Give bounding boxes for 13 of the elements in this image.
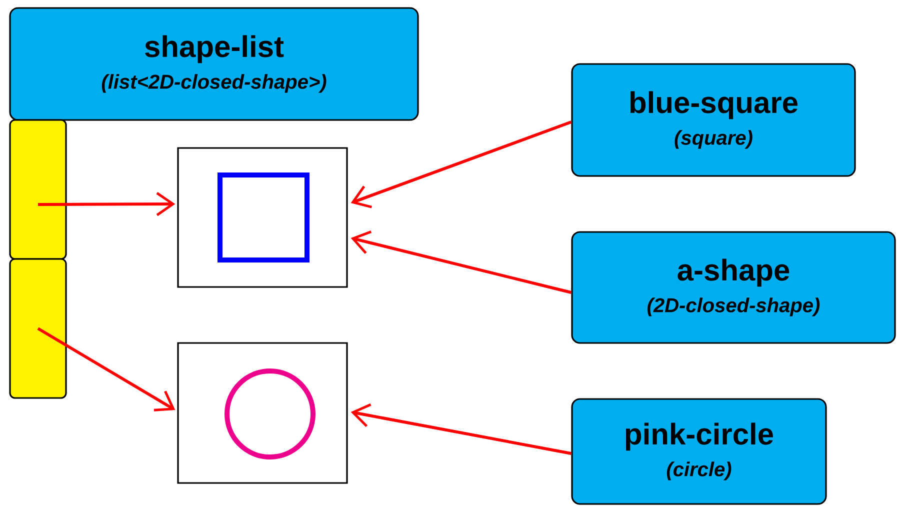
arrow xyxy=(350,403,572,455)
arrow xyxy=(38,192,176,216)
object-box: pink-circle (circle) xyxy=(571,398,827,505)
class-box: shape-list (list<2D-closed-shape>) xyxy=(9,7,419,121)
list-cell xyxy=(9,258,67,399)
object-box: a-shape (2D-closed-shape) xyxy=(571,231,896,344)
arrow xyxy=(350,230,572,294)
object-box: blue-square (square) xyxy=(571,63,856,177)
list-cell xyxy=(9,119,67,260)
shape-frame xyxy=(177,147,348,288)
arrow xyxy=(37,327,176,412)
shape-frame xyxy=(177,342,348,484)
arrow xyxy=(350,120,572,208)
